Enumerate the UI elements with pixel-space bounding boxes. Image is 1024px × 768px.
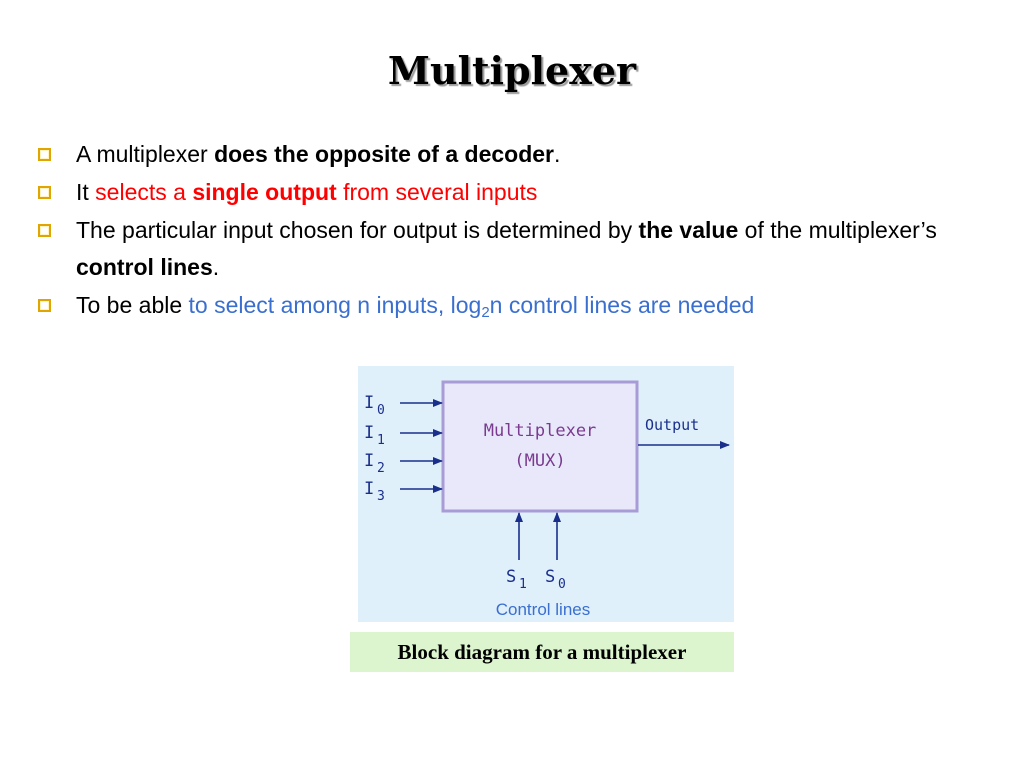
mux-diagram-svg: Multiplexer (MUX) I 0 I 1 I 2 I 3 Output bbox=[364, 380, 730, 619]
input-label-letter: I bbox=[364, 393, 374, 413]
input-label-letter: I bbox=[364, 451, 374, 471]
mux-box-sublabel: (MUX) bbox=[514, 451, 565, 471]
bullet-text: of the multiplexer’s bbox=[738, 217, 937, 243]
select-label-letter: S bbox=[506, 567, 516, 587]
select-label-sub: 0 bbox=[558, 577, 566, 592]
bullet-item: To be able to select among n inputs, log… bbox=[38, 287, 978, 324]
bullet-item: A multiplexer does the opposite of a dec… bbox=[38, 136, 978, 173]
bullet-text-red: from several inputs bbox=[336, 179, 538, 205]
slide-title: Multiplexer bbox=[387, 48, 637, 93]
output-label: Output bbox=[645, 416, 699, 434]
select-label-sub: 1 bbox=[519, 577, 527, 592]
input-label-sub: 1 bbox=[377, 433, 385, 448]
square-bullet-icon bbox=[38, 148, 51, 161]
square-bullet-icon bbox=[38, 299, 51, 312]
bullet-text-bold: does the opposite of a decoder bbox=[214, 141, 554, 167]
bullet-text-blue: n control lines are needed bbox=[489, 292, 755, 318]
input-labels: I 0 I 1 I 2 I 3 bbox=[364, 393, 385, 504]
bullet-text-blue: to select among n inputs, log bbox=[188, 292, 482, 318]
bullet-text: A multiplexer bbox=[76, 141, 215, 167]
input-label-sub: 3 bbox=[377, 489, 385, 504]
bullet-text: . bbox=[212, 254, 220, 280]
square-bullet-icon bbox=[38, 186, 51, 199]
bullet-text-bold: the value bbox=[638, 217, 739, 243]
input-label-letter: I bbox=[364, 479, 374, 499]
bullet-text: It bbox=[76, 179, 96, 205]
bullet-text-red: selects a bbox=[95, 179, 193, 205]
bullet-text: To be able bbox=[76, 292, 189, 318]
bullet-text: . bbox=[554, 141, 561, 167]
bullet-text-bold: control lines bbox=[76, 254, 213, 280]
bullet-text-red-bold: single output bbox=[192, 179, 337, 205]
select-label-letter: S bbox=[545, 567, 555, 587]
diagram-caption: Block diagram for a multiplexer bbox=[350, 632, 734, 672]
input-label-letter: I bbox=[364, 423, 374, 443]
square-bullet-icon bbox=[38, 224, 51, 237]
bullet-list: A multiplexer does the opposite of a dec… bbox=[38, 136, 978, 325]
select-labels: S 1 S 0 bbox=[506, 567, 566, 592]
input-arrows bbox=[400, 399, 443, 493]
mux-box bbox=[441, 380, 639, 513]
bullet-item: It selects a single output from several … bbox=[38, 174, 978, 211]
bullet-item: The particular input chosen for output i… bbox=[38, 212, 978, 286]
input-label-sub: 2 bbox=[377, 461, 385, 476]
mux-box-label: Multiplexer bbox=[484, 421, 597, 441]
bullet-text: The particular input chosen for output i… bbox=[76, 217, 639, 243]
control-lines-label: Control lines bbox=[496, 600, 591, 619]
input-label-sub: 0 bbox=[377, 403, 385, 418]
select-arrows bbox=[515, 512, 561, 560]
bullet-text-subscript: 2 bbox=[481, 304, 490, 321]
mux-block-diagram: Multiplexer (MUX) I 0 I 1 I 2 I 3 Output bbox=[358, 366, 734, 622]
